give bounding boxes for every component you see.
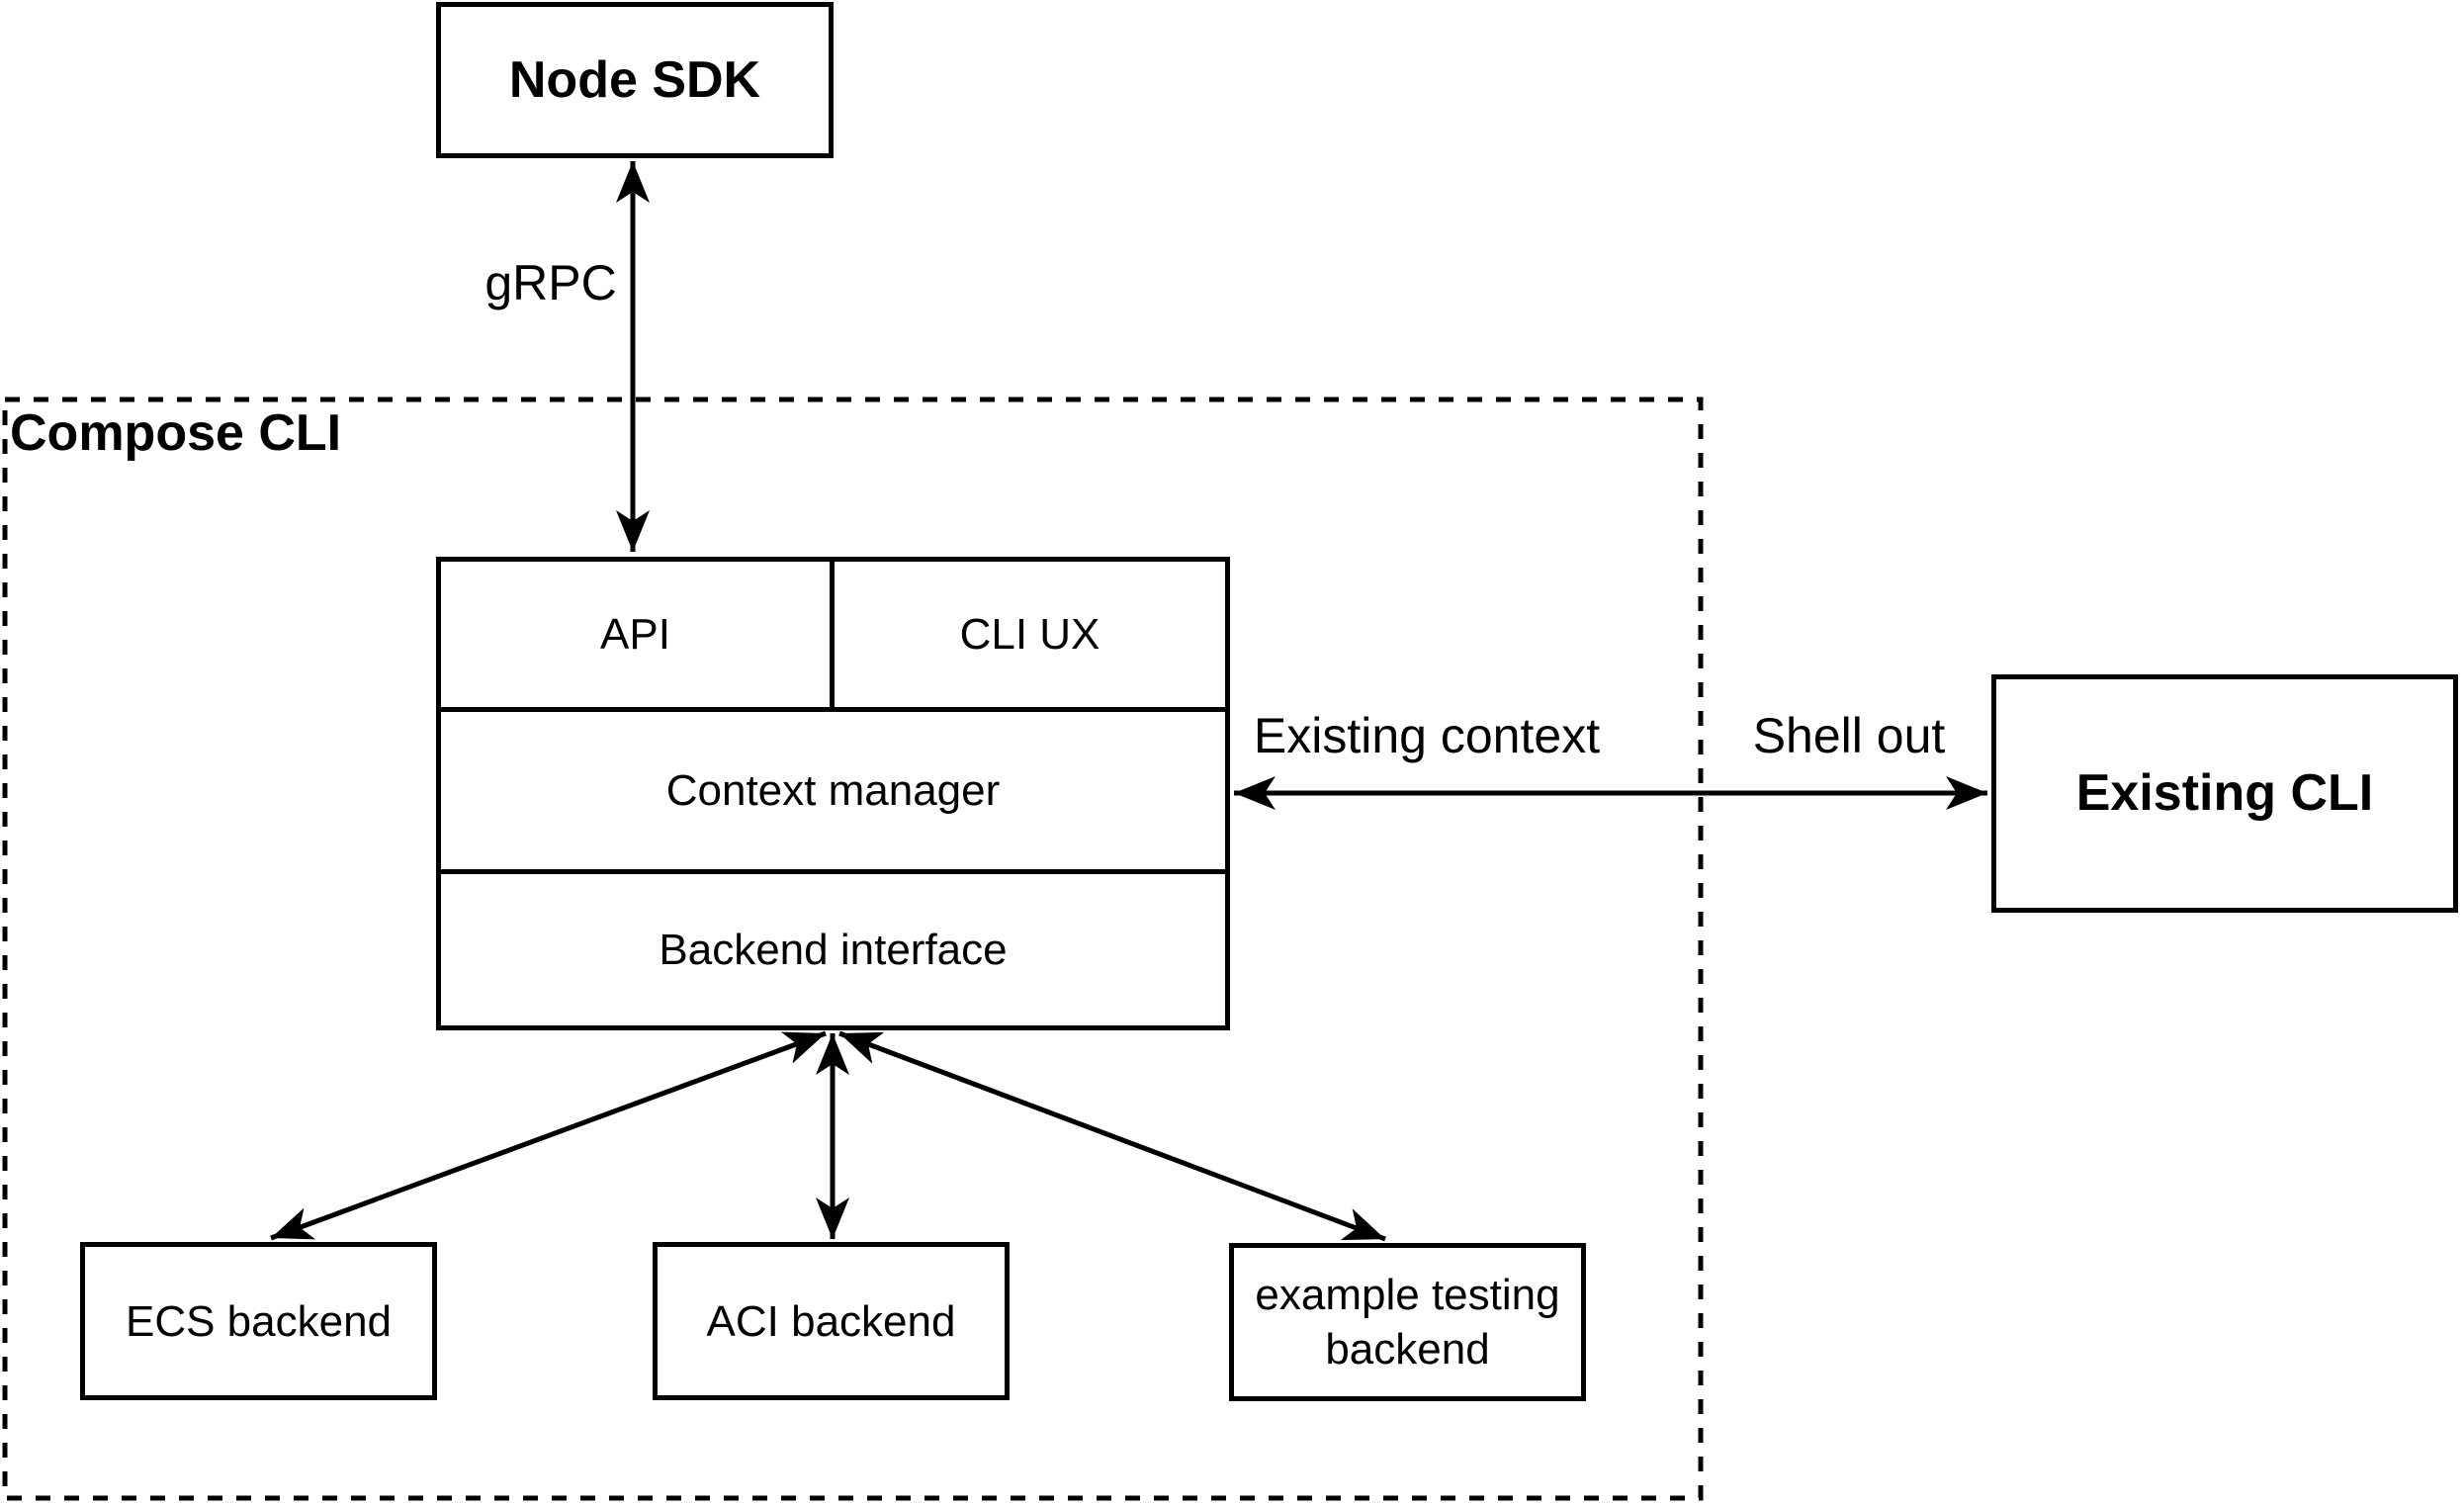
grpc-edge-label: gRPC <box>479 254 623 311</box>
node-sdk-box: Node SDK <box>436 2 834 158</box>
edge-backend-example <box>838 1030 1386 1242</box>
existing-cli-label: Existing CLI <box>2075 764 2374 822</box>
ecs-backend-label: ECS backend <box>125 1296 393 1346</box>
shell-out-edge-label: Shell out <box>1746 707 1952 764</box>
cli-ux-cell: CLI UX <box>835 562 1225 707</box>
edge-backend-ecs <box>270 1030 827 1241</box>
existing-cli-box: Existing CLI <box>1991 674 2458 913</box>
ecs-backend-box: ECS backend <box>80 1242 437 1400</box>
context-manager-cell: Context manager <box>441 712 1225 874</box>
compose-cli-core-box: API CLI UX Context manager Backend inter… <box>436 557 1230 1030</box>
backend-interface-label: Backend interface <box>659 925 1008 974</box>
example-testing-backend-label: example testing backend <box>1255 1271 1560 1374</box>
backend-interface-cell: Backend interface <box>441 874 1225 1025</box>
existing-context-edge-label: Existing context <box>1247 707 1607 764</box>
compose-cli-group-label: Compose CLI <box>10 404 342 462</box>
cli-ux-label: CLI UX <box>959 609 1100 659</box>
aci-backend-box: ACI backend <box>653 1242 1010 1400</box>
api-cell: API <box>441 562 835 707</box>
node-sdk-label: Node SDK <box>508 50 761 109</box>
api-label: API <box>600 609 670 659</box>
aci-backend-label: ACI backend <box>706 1296 956 1346</box>
example-testing-backend-box: example testing backend <box>1229 1243 1586 1401</box>
api-cliux-row: API CLI UX <box>441 562 1225 712</box>
context-manager-label: Context manager <box>665 765 1001 815</box>
